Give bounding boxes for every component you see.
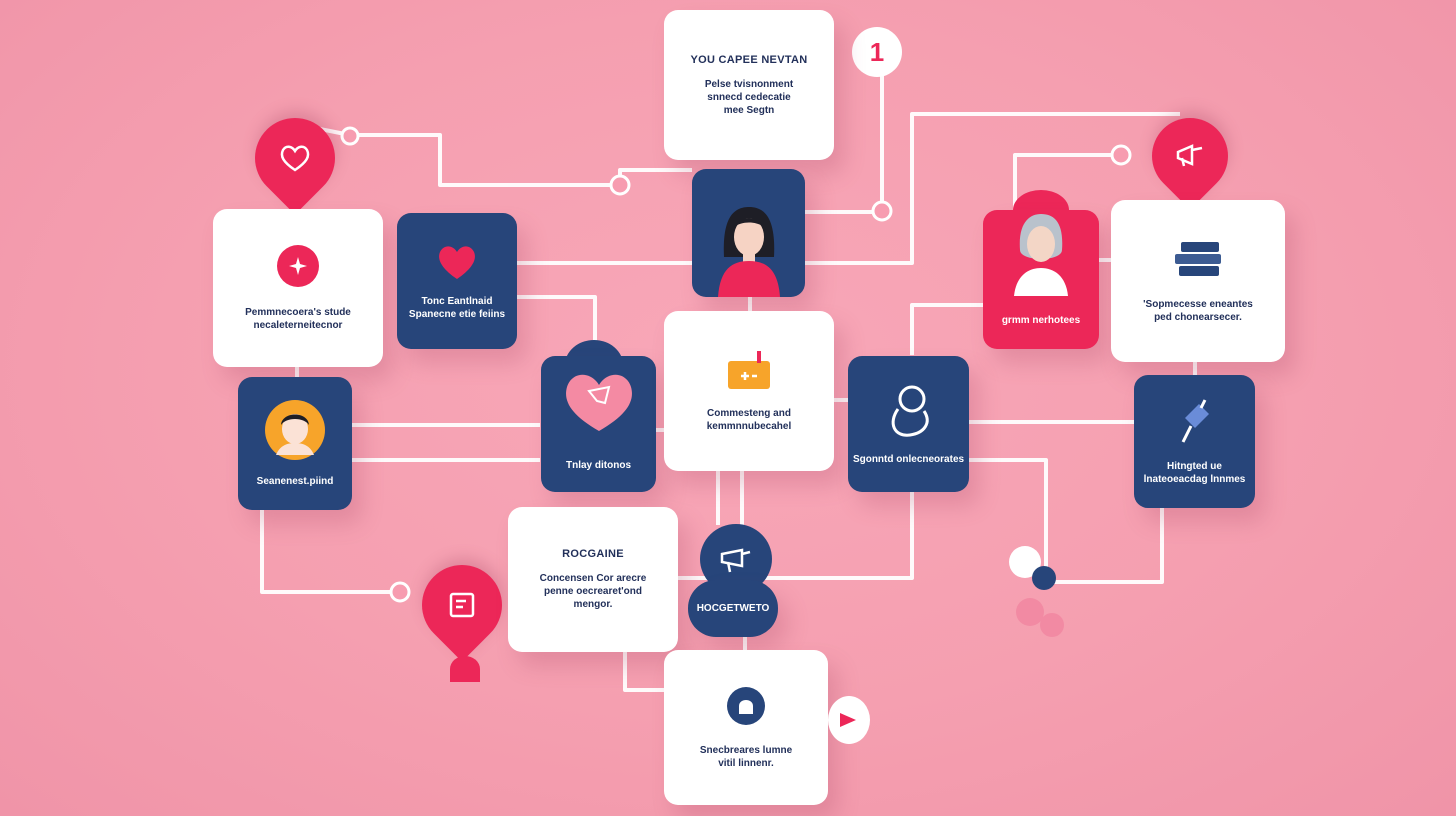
document-icon <box>449 592 475 618</box>
node-bottom-center-white[interactable]: Snecbreares lumne vitil linnenr. <box>664 650 828 805</box>
step-number-badge: 1 <box>852 27 902 77</box>
portrait-icon <box>1014 214 1068 296</box>
man-avatar-icon <box>265 400 325 460</box>
node-text: Snecbreares lumne vitil linnenr. <box>699 744 793 769</box>
node-text: Sgonntd onlecneorates <box>852 453 965 465</box>
node-bottom-left-white[interactable]: ROCGAINE Concensen Cor arecre penne oecr… <box>508 507 678 652</box>
pin-bottom-left-tail <box>450 656 480 682</box>
toolbox-icon <box>728 351 770 389</box>
pin-top-right[interactable] <box>1136 102 1244 210</box>
pin-top-left[interactable] <box>238 101 352 215</box>
node-woman-avatar[interactable] <box>692 169 805 297</box>
node-title: ROCGAINE <box>562 548 624 560</box>
node-text: HOCGETWETO <box>696 603 770 614</box>
node-right-white[interactable]: 'Sopmecesse eneantes ped chonearsecer. <box>1111 200 1285 362</box>
node-text: 'Sopmecesse eneantes ped chonearsecer. <box>1143 299 1253 323</box>
play-icon <box>840 713 856 727</box>
node-left-white[interactable]: Pemmnecoera's stude necaleterneitecnor <box>213 209 383 367</box>
node-text: Tonc Eantlnaid Spanecne etie feiins <box>408 296 506 320</box>
node-top-center[interactable]: YOU CAPEE NEVTAN Pelse tvisnonment snnec… <box>664 10 834 160</box>
node-heart-chat[interactable]: Tnlay ditonos <box>541 356 656 492</box>
node-text: Tnlay ditonos <box>566 460 631 471</box>
heart-chat-icon <box>565 374 632 431</box>
pin-bottom-left[interactable] <box>405 548 519 662</box>
node-text: Hitngted ue lnateoeacdag lnnmes <box>1143 460 1246 485</box>
node-text: Pelse tvisnonment snnecd cedecatie mee S… <box>704 78 794 116</box>
node-left-navy-heart[interactable]: Tonc Eantlnaid Spanecne etie feiins <box>397 213 517 349</box>
node-center-white[interactable]: Commesteng and kemmnnubecahel <box>664 311 834 471</box>
hand-icon <box>891 385 929 437</box>
flag-icon <box>1181 398 1209 443</box>
node-left-avatar[interactable]: Seanenest.piind <box>238 377 352 510</box>
node-far-right-navy[interactable]: Hitngted ue lnateoeacdag lnnmes <box>1134 375 1255 508</box>
node-right-navy[interactable]: Sgonntd onlecneorates <box>848 356 969 492</box>
books-icon <box>1175 242 1221 276</box>
play-arrow-cloud <box>828 696 870 744</box>
node-title: YOU CAPEE NEVTAN <box>690 53 808 66</box>
lock-icon <box>727 686 765 725</box>
node-text: Pemmnecoera's stude necaleterneitecnor <box>245 307 351 331</box>
sparkle-icon <box>277 245 319 287</box>
heart-icon <box>280 145 310 172</box>
megaphone-icon <box>1176 144 1203 167</box>
node-text: Concensen Cor arecre penne oecrearet'ond… <box>539 573 647 610</box>
node-text: Seanenest.piind <box>256 476 334 487</box>
megaphone-icon <box>720 548 751 573</box>
node-text: Commesteng and kemmnnubecahel <box>706 408 792 432</box>
heart-icon <box>439 246 475 279</box>
node-text: grmm nerhotees <box>1001 315 1081 326</box>
woman-avatar-icon <box>717 207 780 297</box>
node-bottom-navy[interactable]: HOCGETWETO <box>688 580 778 637</box>
node-right-pink[interactable]: grmm nerhotees <box>983 210 1099 349</box>
